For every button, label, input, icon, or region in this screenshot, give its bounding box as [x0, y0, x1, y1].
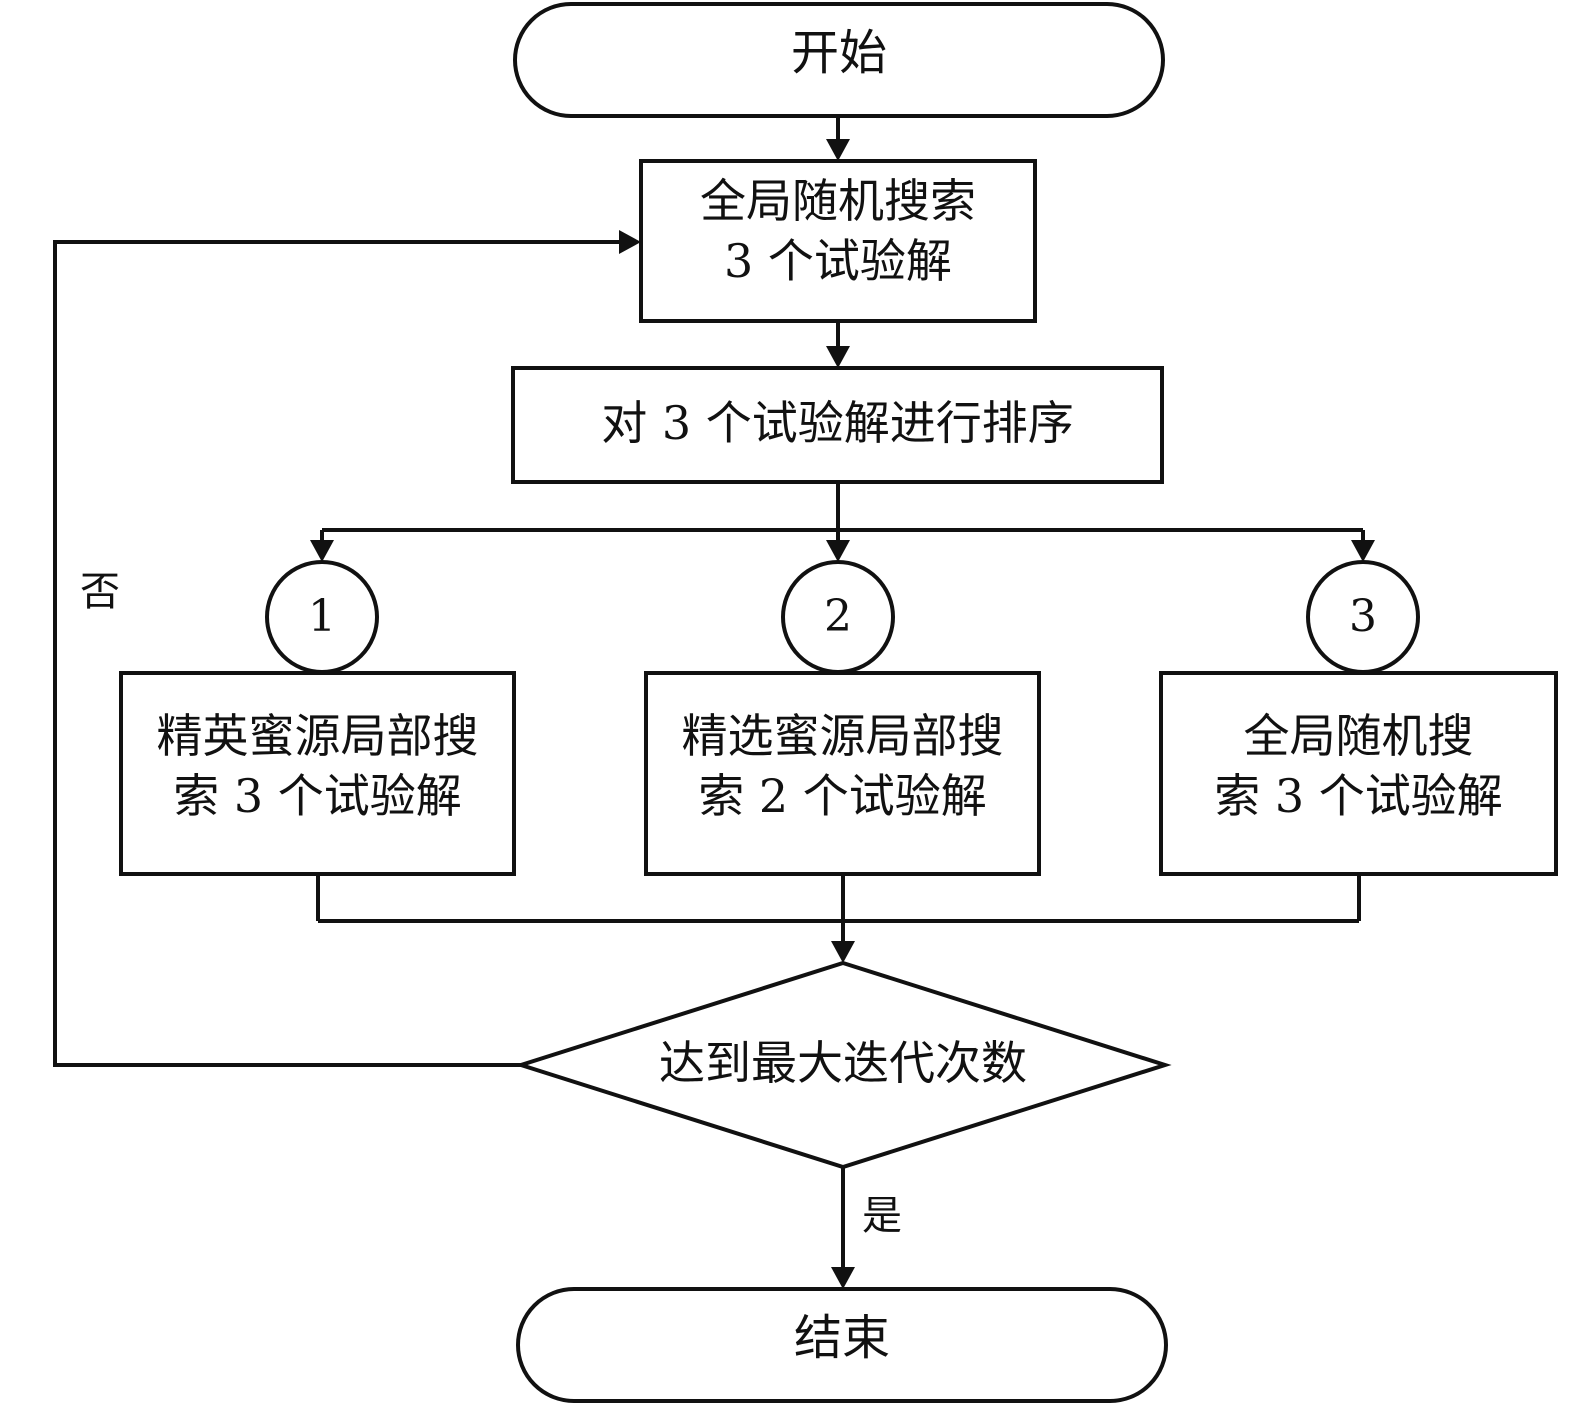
selected-search-line-1: 精选蜜源局部搜 [681, 709, 1004, 763]
elite-search-label: 精英蜜源局部搜 索 3 个试验解 [121, 707, 514, 827]
global-search-label: 全局随机搜索 3 个试验解 [641, 172, 1035, 292]
arrowhead [826, 139, 850, 161]
global-search-2-line-1: 全局随机搜 [1243, 709, 1474, 763]
global-search-box [639, 159, 1037, 323]
arrowhead [1351, 540, 1375, 562]
global-search-2-line-2: 索 3 个试验解 [1214, 768, 1503, 823]
selected-search-box [644, 671, 1041, 876]
arrowhead [619, 230, 641, 254]
elite-search-line-1: 精英蜜源局部搜 [156, 709, 479, 763]
circle-1-label: 1 [308, 591, 336, 642]
arrowhead [826, 540, 850, 562]
elite-search-line-2: 索 3 个试验解 [173, 768, 462, 823]
decision-label: 达到最大迭代次数 [659, 1036, 1027, 1090]
start-label: 开始 [790, 25, 887, 81]
global-search-line-1: 全局随机搜索 [700, 174, 976, 228]
arrowhead [831, 941, 855, 963]
edge-no-loop [53, 240, 620, 1067]
sort-box [511, 366, 1164, 484]
arrowhead [831, 1267, 855, 1289]
circle-3-label: 3 [1349, 591, 1377, 642]
elite-search-box [119, 671, 516, 876]
global-search-2-label: 全局随机搜 索 3 个试验解 [1161, 707, 1556, 827]
selected-search-label: 精选蜜源局部搜 索 2 个试验解 [646, 707, 1039, 827]
end-label: 结束 [793, 1310, 890, 1366]
circle-2-label: 2 [824, 591, 852, 642]
edge-label-yes: 是 [862, 1193, 902, 1239]
edge-label-no: 否 [80, 569, 120, 615]
arrowhead [310, 540, 334, 562]
global-search-line-2: 3 个试验解 [724, 233, 952, 288]
sort-label: 对 3 个试验解进行排序 [601, 396, 1074, 450]
selected-search-line-2: 索 2 个试验解 [698, 768, 987, 823]
arrowhead [826, 346, 850, 368]
end-terminal [516, 1287, 1168, 1403]
